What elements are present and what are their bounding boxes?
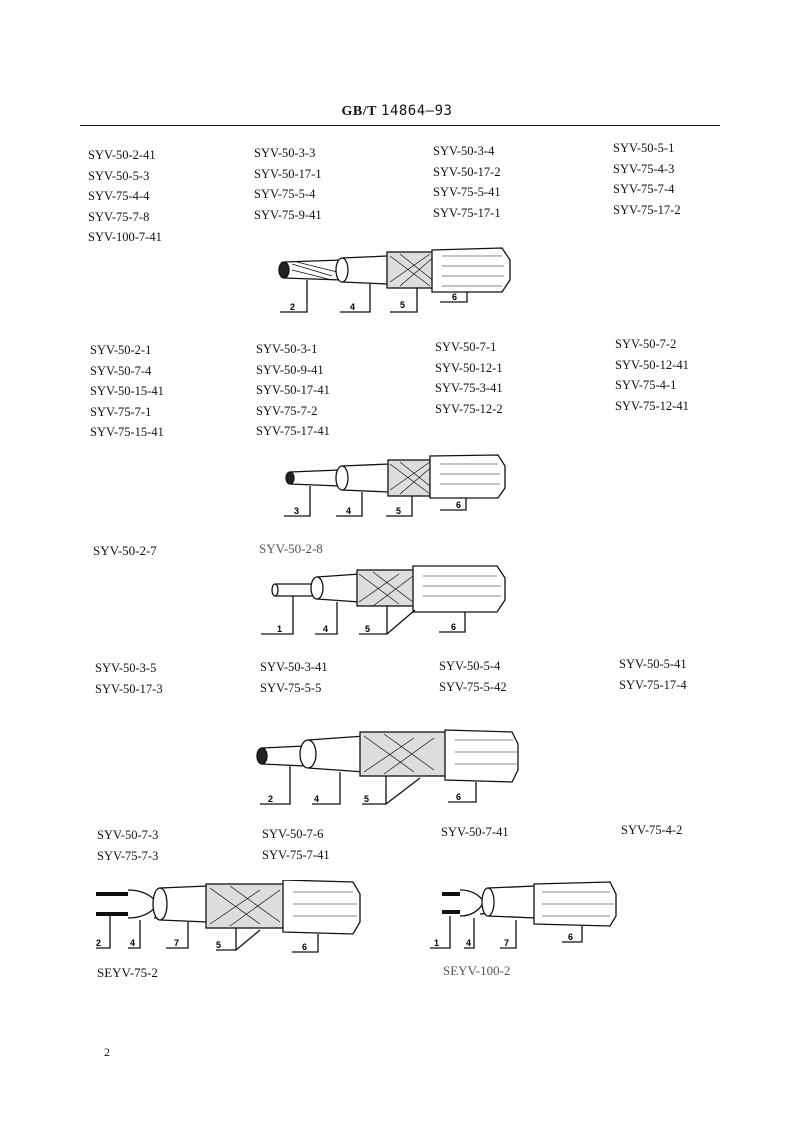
svg-text:4: 4 xyxy=(346,506,351,516)
svg-text:2: 2 xyxy=(96,938,101,948)
standard-number: 14864—93 xyxy=(381,103,453,119)
svg-text:5: 5 xyxy=(400,300,405,310)
figure-caption: SEYV-100-2 xyxy=(443,963,511,978)
svg-text:4: 4 xyxy=(350,302,355,312)
svg-text:6: 6 xyxy=(568,932,573,942)
standard-prefix: GB/T xyxy=(341,104,378,119)
svg-text:6: 6 xyxy=(451,622,456,632)
svg-text:7: 7 xyxy=(174,938,179,948)
svg-text:5: 5 xyxy=(216,940,221,950)
model-label: SYV-50-2-8 xyxy=(259,541,323,556)
page-number: 2 xyxy=(104,1045,110,1059)
figure-caption: SEYV-75-2 xyxy=(97,965,158,980)
twin-cable-diagram-2: 1 4 7 6 xyxy=(430,881,617,949)
svg-text:6: 6 xyxy=(456,500,461,510)
document-header: GB/T 14864—93 xyxy=(0,103,794,120)
svg-text:4: 4 xyxy=(314,794,319,804)
svg-text:2: 2 xyxy=(290,302,295,312)
svg-text:4: 4 xyxy=(323,624,328,634)
header-rule xyxy=(80,125,720,126)
svg-text:3: 3 xyxy=(294,506,299,516)
coax-cable-diagram-2: 3 4 5 6 xyxy=(284,454,506,517)
svg-text:5: 5 xyxy=(396,506,401,516)
svg-text:5: 5 xyxy=(364,794,369,804)
twin-cable-diagram-1: 2 4 7 5 6 xyxy=(96,880,361,953)
svg-text:7: 7 xyxy=(504,938,509,948)
model-list-col-3: SYV-50-7-41 xyxy=(441,825,509,839)
svg-text:2: 2 xyxy=(268,794,273,804)
svg-text:4: 4 xyxy=(466,938,471,948)
svg-text:6: 6 xyxy=(456,792,461,802)
svg-text:5: 5 xyxy=(365,624,370,634)
model-list-col-4: SYV-75-4-2 xyxy=(621,823,683,837)
coax-cable-diagram-4: 2 4 5 6 xyxy=(256,729,519,805)
svg-text:6: 6 xyxy=(452,292,457,302)
model-label: SYV-50-2-7 xyxy=(93,543,157,558)
svg-text:1: 1 xyxy=(277,624,282,634)
svg-text:6: 6 xyxy=(302,942,307,952)
coax-cable-diagram-1: 2 4 5 6 xyxy=(278,247,511,313)
coax-cable-diagram-3: 1 4 5 6 xyxy=(261,565,506,635)
svg-text:1: 1 xyxy=(434,938,439,948)
svg-text:4: 4 xyxy=(130,938,135,948)
